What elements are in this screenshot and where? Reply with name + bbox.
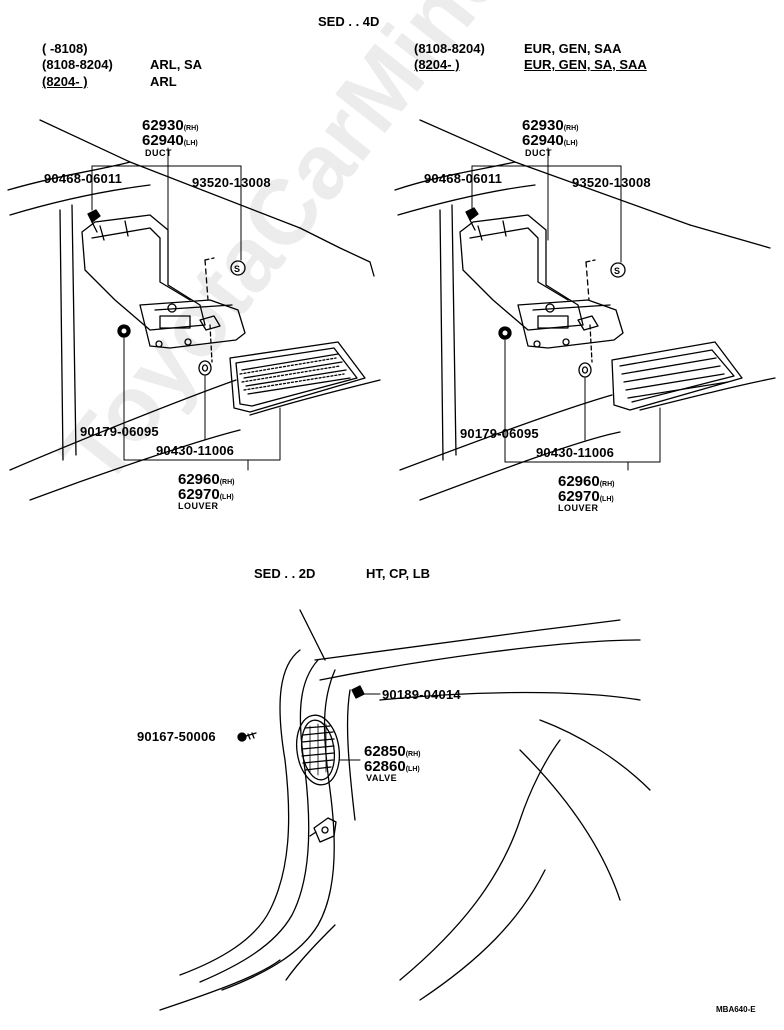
- right-cond1-range: (8108-8204): [414, 41, 485, 56]
- left-nut-number: 90179-06095: [80, 424, 159, 439]
- left-cond3-range: (8204- ): [42, 74, 88, 89]
- left-louver-name: LOUVER: [178, 501, 219, 511]
- bottom-screw-part: [237, 732, 257, 742]
- right-grommet-number: 90430-11006: [536, 445, 615, 460]
- right-duct-lh-number: 62940(LH): [522, 132, 578, 149]
- b-pillar-drawing: [159, 649, 356, 1011]
- header-sed-4d: SED . . 4D: [318, 14, 380, 29]
- left-cond3-codes: ARL: [150, 74, 177, 89]
- left-cond2-range: (8108-8204): [42, 57, 113, 72]
- right-cond1-codes: EUR, GEN, SAA: [524, 41, 622, 56]
- right-louver-lh-number: 62970(LH): [558, 488, 614, 505]
- right-nut-number: 90179-06095: [460, 426, 539, 441]
- right-louver-drawing: [611, 341, 743, 411]
- left-duct-drawing: [81, 214, 246, 349]
- left-clip-part: S: [204, 257, 246, 301]
- bottom-valve-rh-number: 62850(RH): [364, 743, 421, 760]
- right-duct-rh-number: 62930(RH): [522, 117, 579, 134]
- right-cond2-codes: EUR, GEN, SA, SAA: [524, 57, 647, 72]
- left-clip-number: 93520-13008: [192, 175, 271, 190]
- bottom-valve-lh-number: 62860(LH): [364, 758, 420, 775]
- right-clip-number: 93520-13008: [572, 175, 651, 190]
- right-leader-lines: [471, 147, 661, 471]
- right-cond2-range: (8204- ): [414, 57, 460, 72]
- left-grommet-part: [198, 324, 213, 376]
- left-cond1-range: ( -8108): [42, 41, 88, 56]
- left-duct-name: DUCT: [145, 148, 172, 158]
- left-louver-lh-number: 62970(LH): [178, 486, 234, 503]
- left-screw-number: 90468-06011: [44, 171, 123, 186]
- footer-illustration-code: MBA640-E: [716, 1005, 756, 1014]
- header-sed-2d: SED . . 2D: [254, 566, 316, 581]
- right-duct-drawing: [459, 214, 624, 349]
- left-leader-lines: [91, 147, 281, 471]
- left-louver-rh-number: 62960(RH): [178, 471, 235, 488]
- left-duct-rh-number: 62930(RH): [142, 117, 199, 134]
- left-screw-part: [87, 209, 101, 233]
- left-body-panel-lines: [7, 119, 381, 501]
- bottom-body-panel-lines: [299, 609, 651, 1001]
- svg-text:S: S: [234, 264, 240, 274]
- bottom-bolt-number: 90189-04014: [382, 687, 461, 702]
- right-louver-name: LOUVER: [558, 503, 599, 513]
- left-grommet-number: 90430-11006: [156, 443, 235, 458]
- bottom-screw-number: 90167-50006: [137, 729, 216, 744]
- left-nut-part: [117, 324, 131, 338]
- right-body-panel-lines: [394, 119, 776, 501]
- right-screw-part: [465, 207, 479, 231]
- right-nut-part: [498, 326, 512, 340]
- right-grommet-part: [578, 324, 593, 378]
- right-screw-number: 90468-06011: [424, 171, 503, 186]
- svg-text:S: S: [614, 266, 620, 276]
- left-duct-lh-number: 62940(LH): [142, 132, 198, 149]
- right-clip-part: S: [585, 259, 626, 301]
- right-duct-name: DUCT: [525, 148, 552, 158]
- left-cond2-codes: ARL, SA: [150, 57, 202, 72]
- left-louver-drawing: [229, 341, 366, 413]
- bottom-valve-name: VALVE: [366, 773, 398, 783]
- bottom-valve-drawing: [295, 714, 341, 786]
- bottom-bolt-part: [351, 685, 381, 699]
- right-louver-rh-number: 62960(RH): [558, 473, 615, 490]
- bottom-latch-drawing: [309, 817, 337, 843]
- header-sed-2d-codes: HT, CP, LB: [366, 566, 431, 581]
